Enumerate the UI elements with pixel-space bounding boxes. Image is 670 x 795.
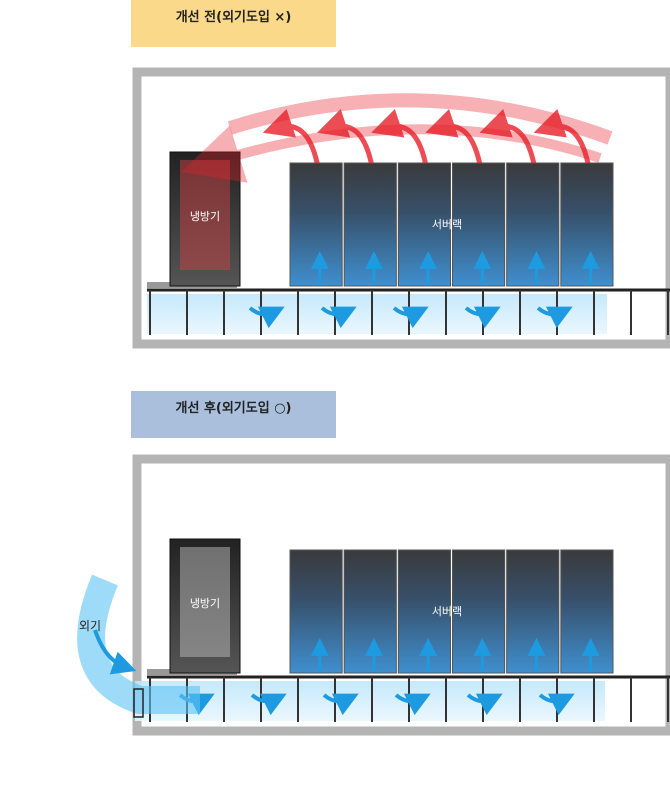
cold-air-arrow — [392, 306, 429, 329]
cold-air-arrow — [250, 693, 287, 716]
cold-air-plenum — [135, 681, 605, 721]
rack-label: 서버랙 — [432, 605, 462, 618]
cold-air-arrow — [248, 306, 285, 329]
hot-air-arrow — [425, 109, 483, 164]
outside-air-label: 외기 — [79, 619, 101, 633]
before-title: 개선 전(외기도입 ×) — [131, 0, 336, 47]
cold-air-arrow — [394, 693, 431, 716]
server-rack — [560, 162, 614, 287]
hot-air-arrow — [317, 109, 374, 164]
hot-air-flow — [227, 93, 613, 145]
cooler-window — [180, 547, 230, 657]
server-rack — [289, 162, 343, 287]
cold-air-plenum — [147, 294, 607, 334]
cold-air-arrow — [538, 693, 575, 716]
rack-label: 서버랙 — [432, 218, 462, 231]
cold-air-arrow — [466, 693, 503, 716]
after-title: 개선 후(외기도입 ○) — [131, 391, 336, 438]
cold-air-arrow — [536, 306, 573, 329]
hot-air-arrow — [479, 109, 537, 164]
hot-air-return — [181, 124, 602, 183]
hot-air-arrow — [533, 109, 591, 164]
hot-air-arrow — [262, 109, 320, 164]
hot-air-arrow — [371, 109, 428, 164]
server-rack — [343, 549, 397, 674]
outside-air-arrow — [93, 629, 137, 675]
cooler-label: 냉방기 — [190, 597, 220, 610]
server-rack — [506, 162, 560, 287]
outside-air-damper — [133, 688, 144, 718]
server-rack — [289, 549, 343, 674]
server-rack — [506, 549, 560, 674]
server-rack — [560, 549, 614, 674]
cold-air-arrow — [320, 306, 357, 329]
cooler-label: 냉방기 — [190, 210, 220, 223]
server-rack — [343, 162, 397, 287]
outside-air-flow — [77, 574, 200, 714]
cold-air-arrow — [322, 693, 359, 716]
cold-air-arrow — [464, 306, 501, 329]
